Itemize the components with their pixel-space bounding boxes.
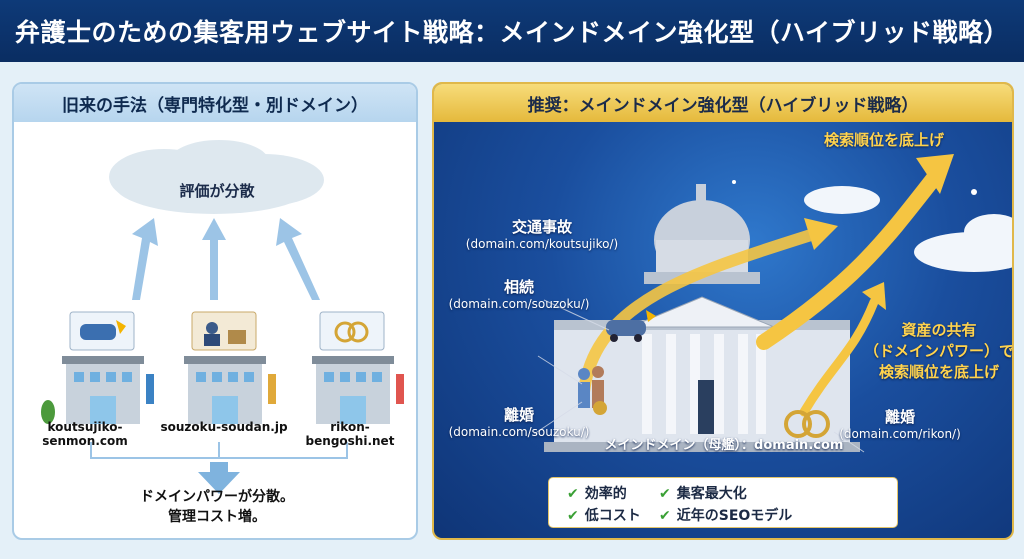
recommended-method-panel: 推奨：メインドメイン強化型（ハイブリッド戦略） 検索順位を底上げ 交通事故(do…	[432, 82, 1014, 540]
cloud-label: 評価が分散	[179, 182, 255, 200]
conclusion-line-1: ドメインパワーが分散。	[140, 489, 294, 505]
category-rikon-left: 離婚(domain.com/souzoku/)	[444, 404, 594, 439]
leader-lines	[533, 299, 865, 453]
main-domain-label: メインドメイン（母艦）：domain.com	[604, 438, 844, 453]
category-url: (domain.com/souzoku/)	[448, 297, 590, 311]
down-arrow-icon	[198, 462, 240, 494]
recommended-illustration	[533, 154, 1012, 453]
merge-bracket	[90, 442, 348, 459]
site-domain: koutsujiko-senmon.com	[42, 420, 128, 448]
site-domain: souzoku-soudan.jp	[160, 420, 288, 434]
traditional-heading: 旧来の手法（専門特化型・別ドメイン）	[14, 84, 416, 122]
benefits-box: ✔効率的 ✔集客最大化 ✔低コスト ✔近年のSEOモデル	[548, 477, 898, 528]
check-icon: ✔	[659, 486, 671, 502]
cloud-icon	[804, 186, 1012, 272]
category-url: (domain.com/souzoku/)	[448, 425, 590, 439]
category-souzoku: 相続(domain.com/souzoku/)	[444, 276, 594, 311]
check-icon: ✔	[567, 508, 579, 524]
broken-rings-icon	[784, 410, 830, 438]
page-title: 弁護士のための集客用ウェブサイト戦略：メインドメイン強化型（ハイブリッド戦略）	[0, 0, 1024, 62]
shared-assets-note: 資産の共有 （ドメインパワー）で 検索順位を底上げ	[854, 320, 1014, 383]
cloud-icon	[109, 140, 324, 214]
growth-arrows-icon	[578, 170, 942, 417]
conclusion-line-2: 管理コスト増。	[168, 509, 266, 525]
category-koutsujiko: 交通事故(domain.com/koutsujiko/)	[462, 216, 622, 251]
recommended-heading: 推奨：メインドメイン強化型（ハイブリッド戦略）	[434, 84, 1012, 122]
share-line-2: （ドメインパワー）で	[863, 342, 1014, 360]
traditional-illustration	[41, 140, 404, 494]
traditional-method-panel: 旧来の手法（専門特化型・別ドメイン） 評価が分散 kou	[12, 82, 418, 540]
check-icon: ✔	[567, 486, 579, 502]
up-arrows-icon	[132, 218, 320, 300]
family-icon	[578, 366, 607, 415]
top-arrow-label: 検索順位を底上げ	[823, 131, 944, 149]
benefit-item: ✔集客最大化	[659, 486, 747, 502]
arrowheads	[804, 154, 954, 310]
share-line-1: 資産の共有	[901, 321, 977, 339]
category-label: 相続	[503, 278, 534, 296]
car-crash-icon	[606, 310, 656, 342]
benefit-item: ✔低コスト	[567, 508, 641, 524]
benefit-item: ✔効率的	[567, 486, 627, 502]
category-label: 離婚	[503, 406, 534, 424]
share-line-3: 検索順位を底上げ	[878, 363, 999, 381]
check-icon: ✔	[659, 508, 671, 524]
category-url: (domain.com/rikon/)	[839, 427, 961, 441]
building-icons	[41, 311, 404, 424]
benefit-item: ✔近年のSEOモデル	[659, 508, 793, 524]
category-rikon-right: 離婚(domain.com/rikon/)	[830, 406, 970, 441]
category-label: 離婚	[884, 408, 915, 426]
category-label: 交通事故	[511, 218, 572, 236]
site-domain: rikon-bengoshi.net	[305, 420, 395, 448]
sparkle-icons	[732, 180, 977, 370]
category-url: (domain.com/koutsujiko/)	[465, 237, 619, 251]
